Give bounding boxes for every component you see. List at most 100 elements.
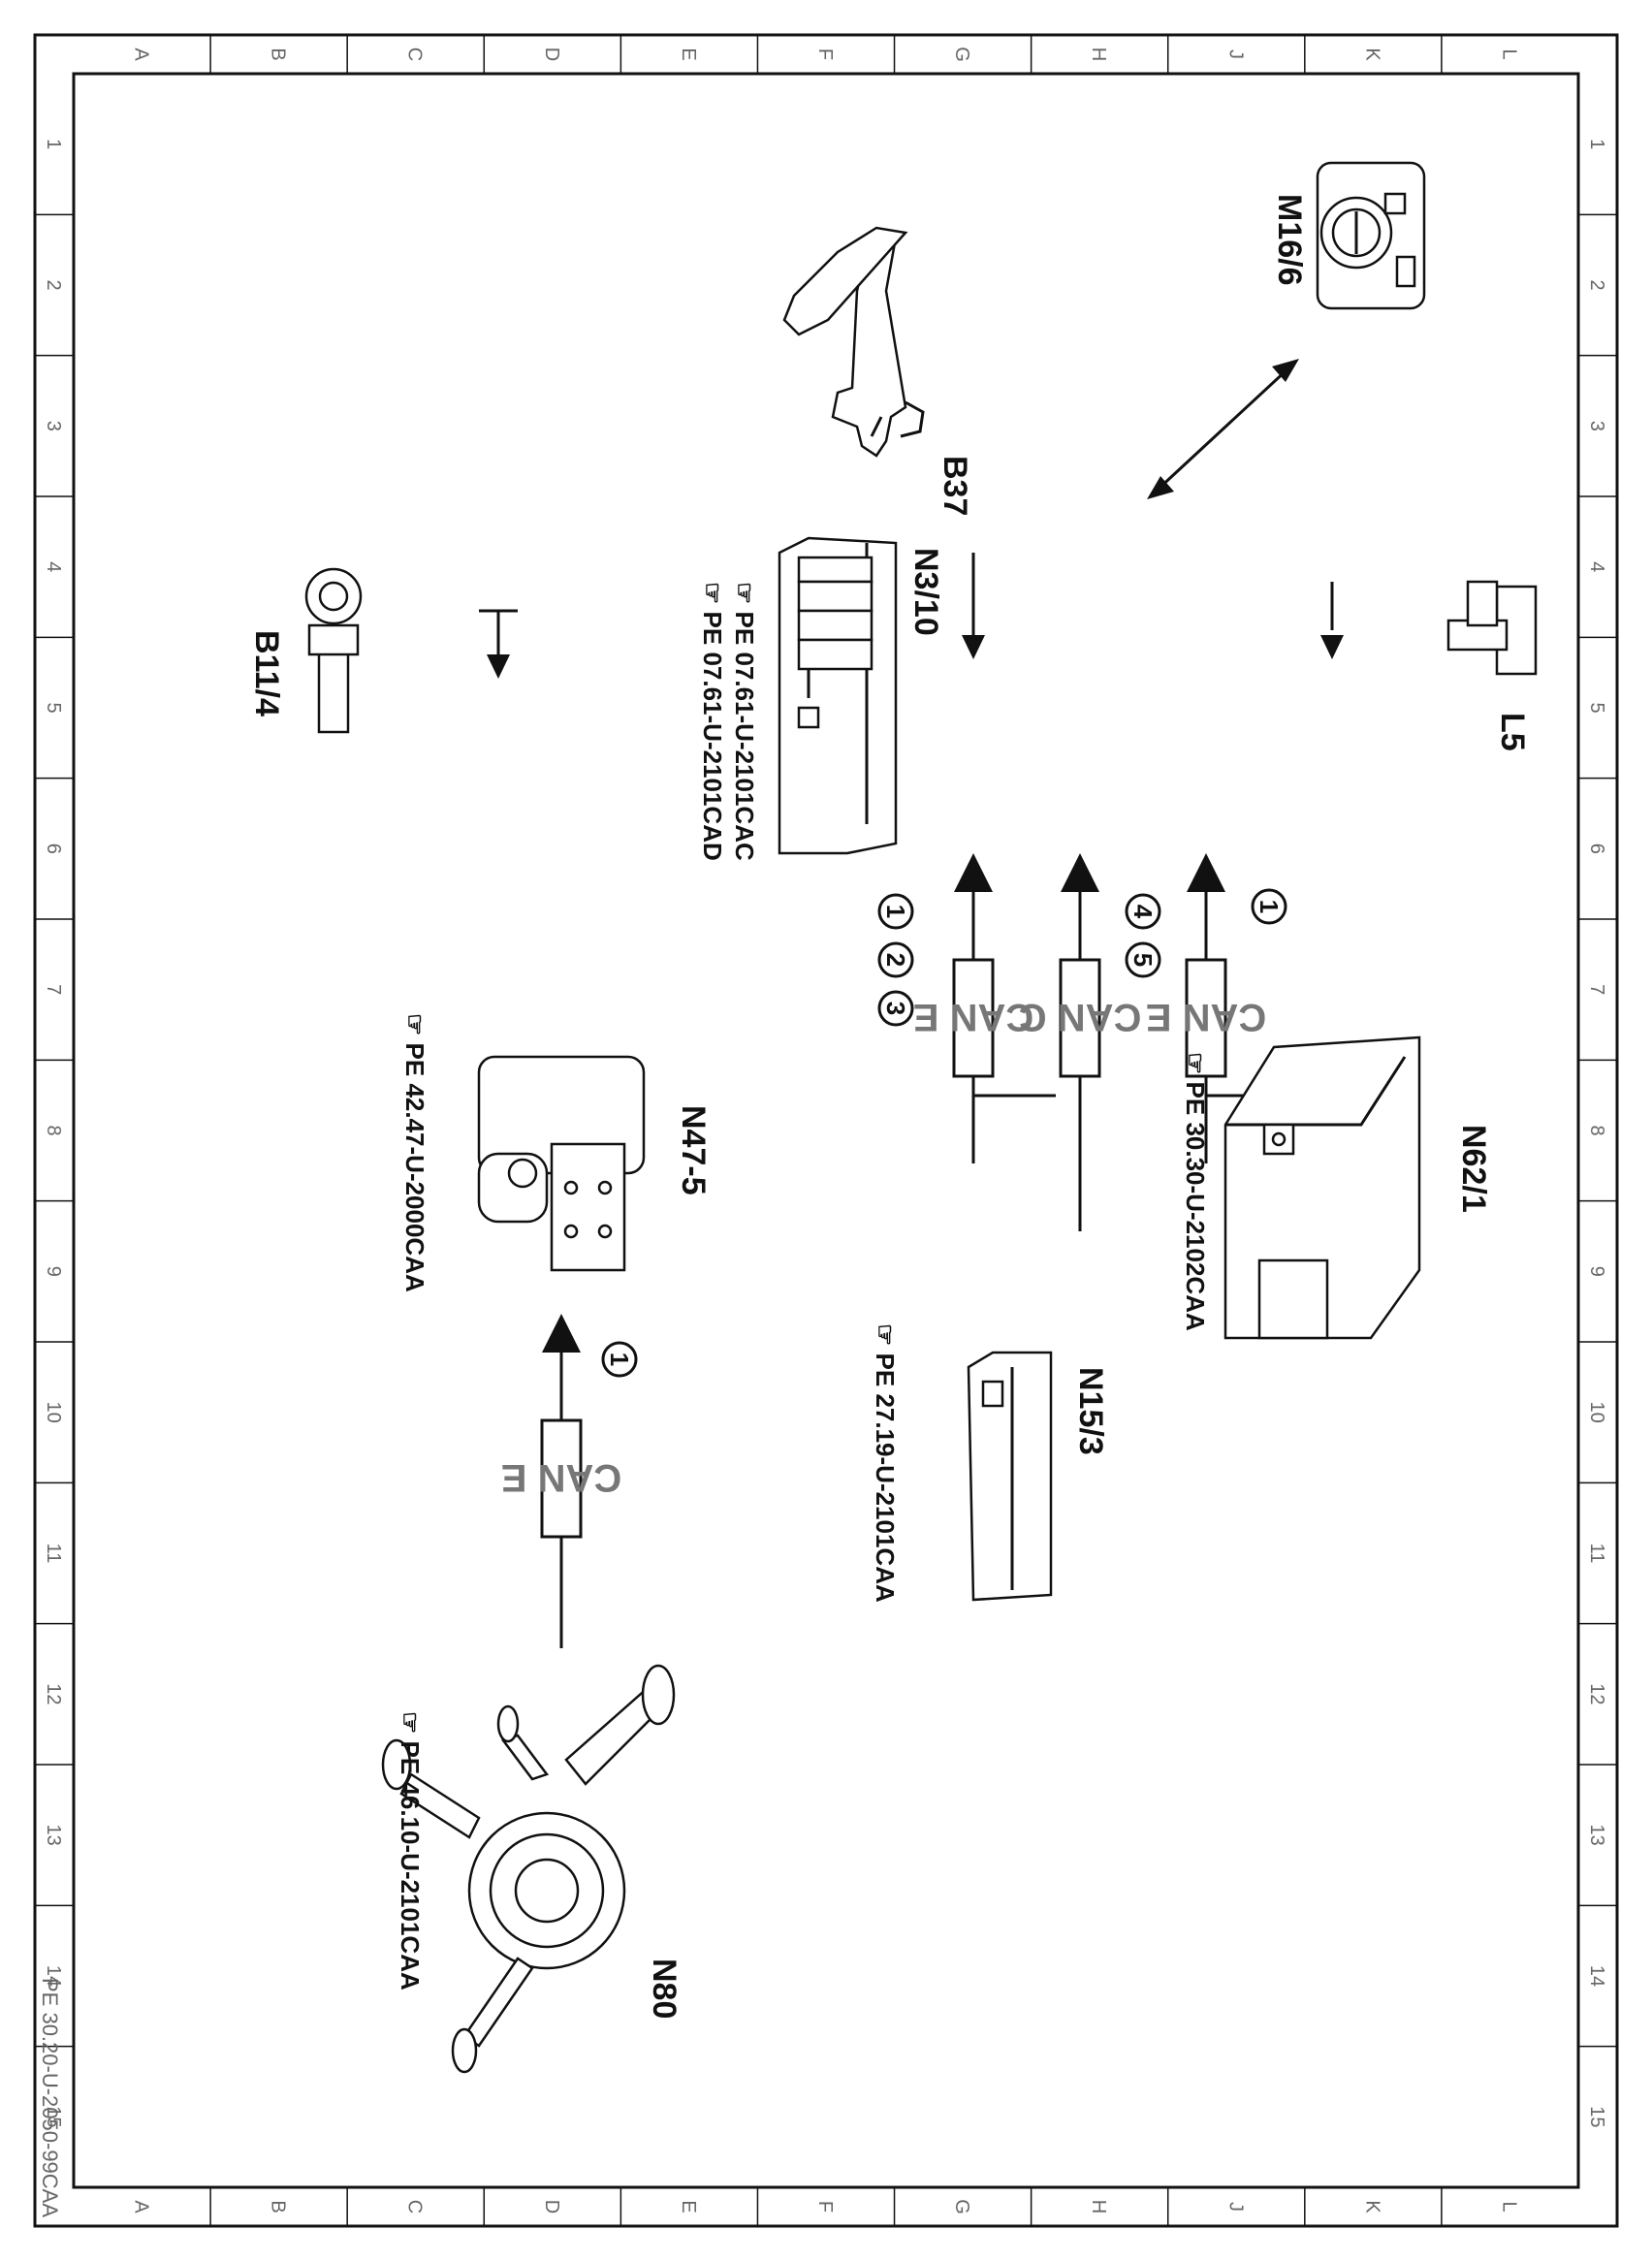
l5-sensor-component bbox=[1446, 580, 1538, 676]
grid-column-marker: L bbox=[1498, 2201, 1519, 2212]
m16-6-arrow bbox=[1156, 366, 1290, 492]
n62-1-control-unit-component bbox=[1223, 1035, 1421, 1340]
grid-column-marker: H bbox=[1088, 2200, 1109, 2213]
grid-row-marker: 8 bbox=[1586, 1125, 1607, 1135]
l5-arrow-head bbox=[1320, 635, 1344, 659]
grid-row-marker: 5 bbox=[43, 702, 64, 713]
grid-column-marker: F bbox=[814, 2201, 836, 2213]
can-bus-c: CAN C bbox=[1019, 853, 1142, 1231]
n3-10-label: N3/10 bbox=[907, 548, 944, 636]
grid-row-marker: 8 bbox=[43, 1125, 64, 1135]
b11-4-sensor-component bbox=[304, 567, 363, 734]
m16-6-arrow-head-b bbox=[1147, 476, 1174, 499]
svg-text:2: 2 bbox=[881, 953, 910, 967]
grid-row-marker: 1 bbox=[43, 139, 64, 149]
n47-5-ref: ☞ PE 42.47-U-2000CAA bbox=[400, 1013, 429, 1292]
grid-column-marker: G bbox=[951, 47, 972, 62]
grid-row-marker: 13 bbox=[1586, 1825, 1607, 1846]
grid-row-marker: 6 bbox=[43, 844, 64, 854]
can-bus-e-n80: CAN E bbox=[501, 1314, 621, 1648]
grid-column-marker: F bbox=[814, 48, 836, 60]
n62-1-ref: ☞ PE 30.30-U-2102CAA bbox=[1181, 1052, 1210, 1331]
grid-column-marker: K bbox=[1361, 48, 1382, 61]
b37-pedal-component bbox=[782, 226, 925, 458]
bus1-circles: 1 2 3 bbox=[877, 893, 914, 1027]
grid-row-marker: 12 bbox=[43, 1683, 64, 1704]
grid-column-marker: E bbox=[678, 48, 699, 60]
grid-row-marker: 3 bbox=[1586, 421, 1607, 431]
grid-row-marker: 4 bbox=[1586, 561, 1607, 572]
n15-3-label: N15/3 bbox=[1072, 1367, 1109, 1455]
grid-markers: 1122334455667788991010111112121313141415… bbox=[35, 35, 1617, 2226]
grid-row-marker: 14 bbox=[43, 1965, 64, 1987]
grid-row-marker: 9 bbox=[43, 1266, 64, 1277]
grid-column-marker: J bbox=[1224, 49, 1246, 59]
svg-text:1: 1 bbox=[881, 905, 910, 918]
grid-row-marker: 10 bbox=[1586, 1402, 1607, 1423]
grid-row-marker: 15 bbox=[43, 2106, 64, 2127]
grid-row-marker: 10 bbox=[43, 1402, 64, 1423]
n80-ref: ☞ PE 46.10-U-2101CAA bbox=[396, 1711, 425, 1990]
svg-text:5: 5 bbox=[1128, 953, 1158, 967]
grid-column-marker: B bbox=[268, 48, 289, 60]
b11-4-arrow-head bbox=[487, 654, 510, 679]
m16-6-arrow-head-a bbox=[1272, 359, 1299, 382]
grid-column-marker: A bbox=[131, 48, 152, 61]
outer-frame bbox=[33, 33, 1619, 2228]
grid-row-marker: 2 bbox=[43, 279, 64, 290]
can-bus-e-upper: CAN E bbox=[913, 853, 1056, 1163]
grid-column-marker: C bbox=[404, 48, 426, 61]
grid-column-marker: H bbox=[1088, 48, 1109, 61]
grid-column-marker: J bbox=[1224, 2202, 1246, 2212]
svg-text:4: 4 bbox=[1128, 905, 1158, 919]
grid-column-marker: G bbox=[951, 2199, 972, 2214]
n80-label: N80 bbox=[646, 1958, 683, 2019]
grid-row-marker: 15 bbox=[1586, 2106, 1607, 2127]
n15-3-ref: ☞ PE 27.19-U-2101CAA bbox=[871, 1323, 900, 1603]
grid-row-marker: 6 bbox=[1586, 844, 1607, 854]
n62-1-label: N62/1 bbox=[1455, 1125, 1492, 1213]
grid-row-marker: 7 bbox=[1586, 984, 1607, 995]
n3-10-ref-2: ☞ PE 07.61-U-2101CAD bbox=[698, 582, 727, 861]
n15-3-tcu-component bbox=[967, 1351, 1053, 1602]
grid-column-marker: B bbox=[268, 2200, 289, 2213]
grid-column-marker: L bbox=[1498, 48, 1519, 59]
grid-column-marker: A bbox=[131, 2200, 152, 2213]
n3-10-ref-1: ☞ PE 07.61-U-2101CAC bbox=[730, 582, 759, 861]
grid-row-marker: 3 bbox=[43, 421, 64, 431]
grid-row-marker: 1 bbox=[1586, 139, 1607, 149]
grid-row-marker: 9 bbox=[1586, 1266, 1607, 1277]
grid-column-marker: D bbox=[541, 2200, 562, 2213]
svg-text:1: 1 bbox=[1255, 900, 1284, 913]
grid-row-marker: 4 bbox=[43, 561, 64, 572]
grid-row-marker: 12 bbox=[1586, 1683, 1607, 1704]
grid-row-marker: 14 bbox=[1586, 1965, 1607, 1987]
bus3-label: CAN E bbox=[1146, 996, 1266, 1038]
bus2-label: CAN C bbox=[1019, 996, 1142, 1038]
bus1-label: CAN E bbox=[913, 996, 1033, 1038]
b11-4-label: B11/4 bbox=[248, 630, 285, 717]
n47-5-label: N47-5 bbox=[675, 1105, 712, 1195]
inner-frame bbox=[72, 72, 1580, 2189]
bus3-circles: 1 bbox=[1251, 888, 1287, 925]
svg-text:1: 1 bbox=[605, 1353, 634, 1366]
bus4-circles: 1 bbox=[601, 1341, 638, 1378]
n3-10-ecu-component bbox=[778, 536, 898, 855]
b37-arrow-head bbox=[962, 635, 985, 659]
grid-row-marker: 5 bbox=[1586, 702, 1607, 713]
grid-row-marker: 11 bbox=[1586, 1544, 1607, 1564]
m16-6-throttle-component bbox=[1316, 161, 1426, 310]
grid-column-marker: E bbox=[678, 2200, 699, 2213]
document-code: PE 30.20-U-2050-99CAA bbox=[38, 1978, 62, 2217]
grid-row-marker: 2 bbox=[1586, 279, 1607, 290]
bus4-label: CAN E bbox=[501, 1456, 621, 1499]
bus2-circles: 4 5 bbox=[1125, 893, 1161, 978]
grid-column-marker: C bbox=[404, 2200, 426, 2213]
svg-text:3: 3 bbox=[881, 1002, 910, 1015]
grid-column-marker: D bbox=[541, 48, 562, 61]
grid-row-marker: 11 bbox=[43, 1544, 64, 1564]
l5-label: L5 bbox=[1494, 713, 1531, 751]
b37-label: B37 bbox=[937, 456, 973, 516]
